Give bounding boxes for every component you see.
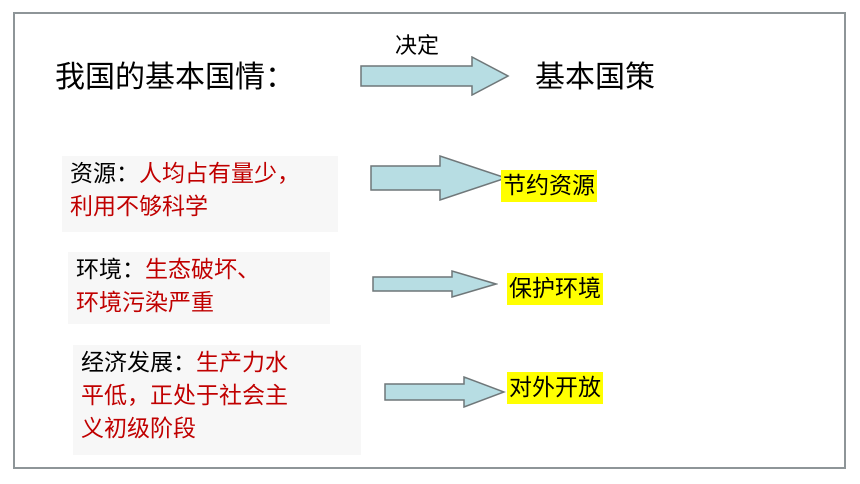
economy-arrow-icon bbox=[384, 376, 506, 408]
environment-key: 环境： bbox=[76, 257, 145, 283]
environment-value-line2: 环境污染严重 bbox=[76, 290, 214, 316]
economy-value-line1: 生产力水 bbox=[196, 350, 288, 376]
resources-key: 资源： bbox=[70, 161, 139, 187]
protect-environment-policy: 保护环境 bbox=[507, 273, 603, 305]
national-conditions-title: 我国的基本国情： bbox=[55, 60, 295, 95]
slide-frame bbox=[13, 12, 846, 469]
resources-arrow-icon bbox=[370, 155, 508, 201]
environment-box: 环境：生态破坏、 环境污染严重 bbox=[68, 252, 330, 324]
environment-arrow-icon bbox=[372, 270, 498, 298]
header-arrow-icon bbox=[360, 56, 510, 96]
basic-policy-title: 基本国策 bbox=[535, 60, 655, 95]
economy-value-line2: 平低，正处于社会主 bbox=[81, 383, 288, 409]
opening-up-policy: 对外开放 bbox=[507, 372, 603, 404]
decide-label: 决定 bbox=[395, 34, 440, 59]
resources-value-line1: 人均占有量少， bbox=[139, 161, 300, 187]
economy-key: 经济发展： bbox=[81, 350, 196, 376]
resources-value-line2: 利用不够科学 bbox=[70, 194, 208, 220]
environment-value-line1: 生态破坏、 bbox=[145, 257, 260, 283]
economy-value-line3: 义初级阶段 bbox=[81, 416, 196, 442]
save-resources-policy: 节约资源 bbox=[501, 170, 597, 202]
economy-box: 经济发展：生产力水 平低，正处于社会主 义初级阶段 bbox=[73, 345, 361, 455]
resources-box: 资源：人均占有量少， 利用不够科学 bbox=[62, 156, 338, 232]
